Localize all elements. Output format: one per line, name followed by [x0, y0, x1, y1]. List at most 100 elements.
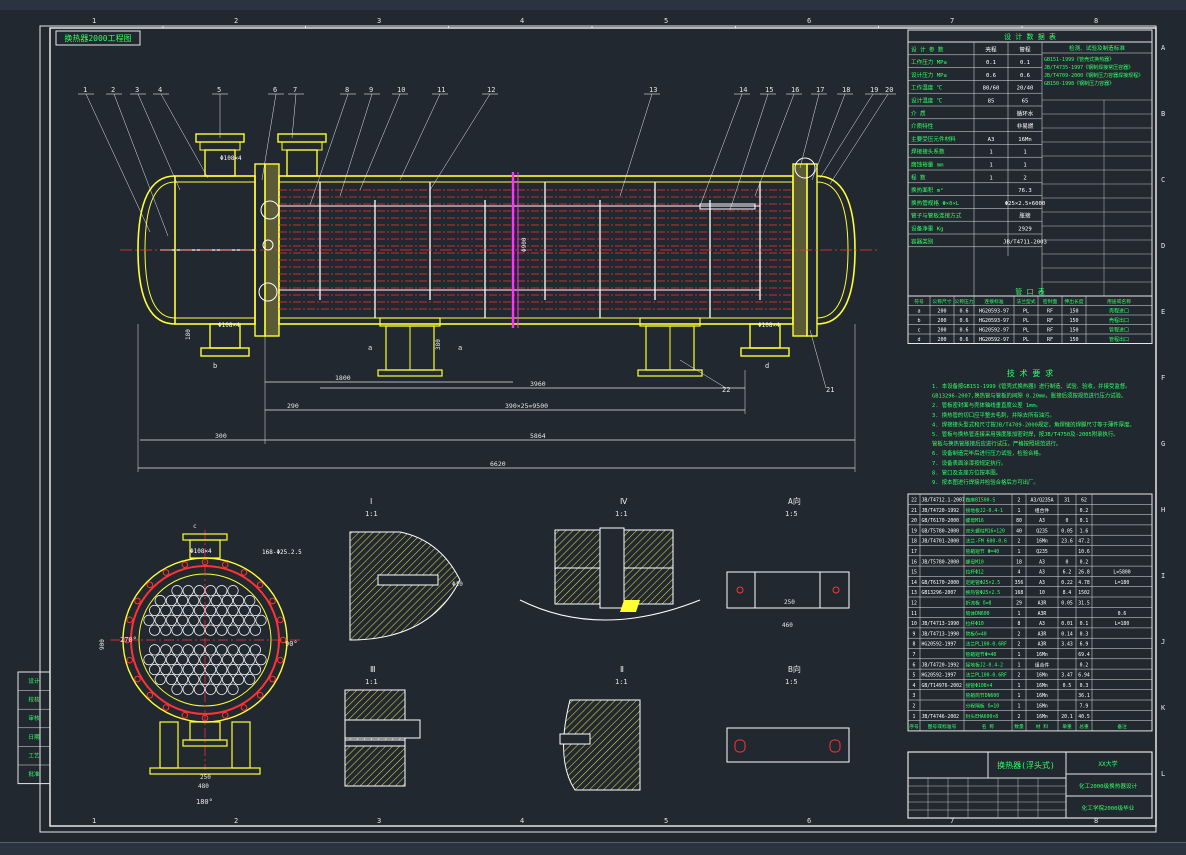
svg-text:备注: 备注 [1117, 723, 1127, 730]
svg-text:管程: 管程 [1019, 45, 1031, 53]
dim-6620: 6620 [490, 460, 506, 468]
svg-text:Ⅳ: Ⅳ [620, 497, 628, 506]
svg-text:1: 1 [1018, 549, 1021, 555]
tube-hole [227, 644, 239, 656]
tube-hole [160, 624, 172, 636]
svg-text:折流板 δ=8: 折流板 δ=8 [966, 600, 992, 607]
tube-hole [188, 614, 200, 626]
part-balloon: 9 [369, 86, 373, 94]
baffles [319, 182, 761, 318]
svg-text:0.3: 0.3 [1080, 631, 1089, 637]
svg-text:Φ25×2.5×6000: Φ25×2.5×6000 [1005, 201, 1045, 207]
svg-text:GB151-1999《管壳式换热器》: GB151-1999《管壳式换热器》 [1044, 56, 1114, 63]
svg-text:7. 设备表面涂漆按规定执行。: 7. 设备表面涂漆按规定执行。 [932, 459, 1006, 467]
bolt-hole [162, 704, 170, 711]
svg-text:A3: A3 [1039, 621, 1045, 627]
svg-text:0.1: 0.1 [986, 60, 996, 66]
svg-text:总重: 总重 [1079, 723, 1089, 730]
svg-text:1: 1 [1018, 652, 1021, 658]
dim-1800: 1800 [335, 374, 351, 382]
tube-hole [171, 604, 183, 616]
svg-text:1: 1 [1023, 163, 1026, 169]
grid-row-label: I [1161, 572, 1165, 580]
svg-text:0.6: 0.6 [959, 337, 968, 343]
grid-col-label: 7 [950, 17, 954, 25]
svg-text:A3: A3 [988, 137, 995, 143]
svg-text:0.6: 0.6 [1020, 73, 1030, 79]
technical-requirements: 技 术 要 求1. 本设备按GB151-1999《管壳式换热器》进行制造、试验、… [932, 368, 1135, 486]
svg-text:6. 设备制造完毕后进行压力试验，检验合格。: 6. 设备制造完毕后进行压力试验，检验合格。 [932, 449, 1044, 457]
tube-hole [182, 664, 194, 676]
svg-text:管箱短节 Φ=40: 管箱短节 Φ=40 [966, 548, 1000, 555]
svg-text:Q235: Q235 [1036, 528, 1048, 534]
svg-text:Ⅰ: Ⅰ [370, 497, 372, 506]
leader-line [137, 93, 181, 191]
svg-text:5. 管板与换热管连接采用强度胀加密封焊，按JB/T4750: 5. 管板与换热管连接采用强度胀加密封焊，按JB/T4750及-2005附录执行… [932, 430, 1119, 438]
grid-row-label: C [1161, 176, 1165, 184]
svg-text:A3/Q235A: A3/Q235A [1030, 498, 1053, 504]
tube-hole [227, 683, 239, 695]
tube-hole [210, 654, 222, 666]
svg-text:RF: RF [1047, 309, 1053, 315]
svg-text:JB/T4713-1990: JB/T4713-1990 [922, 631, 960, 637]
svg-text:80/60: 80/60 [983, 86, 1000, 92]
detail-marker-iv [794, 157, 816, 179]
svg-text:40: 40 [1016, 528, 1022, 534]
svg-text:0.22: 0.22 [1061, 580, 1073, 586]
nozzle-shell-outlet [200, 323, 250, 357]
svg-text:RF: RF [1047, 337, 1053, 343]
svg-text:1:1: 1:1 [365, 678, 378, 686]
svg-text:焊接接头系数: 焊接接头系数 [911, 148, 945, 156]
svg-text:150: 150 [1069, 328, 1078, 334]
part-balloon: 7 [293, 86, 297, 94]
svg-text:2: 2 [913, 704, 916, 710]
signature-cell: 批准 [28, 770, 40, 778]
detail-marker-iii [258, 282, 278, 302]
top-left-stamp: 换热器2000工程图 [64, 33, 131, 43]
svg-text:GB/T5780-2000: GB/T5780-2000 [922, 528, 960, 534]
detail-i-hatch [349, 531, 461, 641]
svg-text:管程出口: 管程出口 [1109, 336, 1129, 343]
svg-text:8: 8 [1018, 621, 1021, 627]
main-elevation-view: Φ108×4 Φ108×4 Φ108×4 [120, 133, 880, 377]
svg-text:A3R: A3R [1038, 601, 1047, 607]
svg-text:200: 200 [937, 328, 946, 334]
dim-250: 250 [200, 774, 211, 781]
leader-line [291, 93, 297, 139]
svg-text:d: d [917, 337, 920, 343]
svg-text:公称尺寸: 公称尺寸 [932, 298, 951, 305]
svg-text:主要受压元件材料: 主要受压元件材料 [911, 135, 956, 143]
svg-text:A3: A3 [1039, 580, 1045, 586]
tube-hole [216, 624, 228, 636]
grid-col-label: 8 [1094, 17, 1098, 25]
svg-text:13: 13 [911, 590, 917, 596]
tube-hole [143, 654, 155, 666]
svg-text:12: 12 [911, 601, 917, 607]
section-a-right: a [458, 344, 462, 352]
svg-text:JB/T4735-1997《钢制焊接常压容器》: JB/T4735-1997《钢制焊接常压容器》 [1044, 64, 1133, 71]
svg-text:JB/T4720-1992: JB/T4720-1992 [922, 508, 960, 514]
part-balloon: 14 [739, 86, 747, 94]
tube-hole [221, 673, 233, 685]
svg-text:封头EHA600×8: 封头EHA600×8 [966, 713, 999, 720]
grid-col-label: 6 [807, 817, 811, 825]
svg-text:非易燃: 非易燃 [1017, 122, 1034, 130]
svg-text:150: 150 [1069, 309, 1078, 315]
svg-text:管板与换热管胀接后应进行试压，严格按照规范进行。: 管板与换热管胀接后应进行试压，严格按照规范进行。 [932, 440, 1061, 448]
svg-text:8. 管口及支座方位按本图。: 8. 管口及支座方位按本图。 [932, 468, 1001, 476]
tube-hole [165, 595, 177, 607]
tube-hole [182, 624, 194, 636]
svg-text:0.2: 0.2 [1080, 508, 1089, 514]
svg-text:0.6: 0.6 [1118, 611, 1127, 617]
svg-text:介质特性: 介质特性 [911, 122, 934, 130]
detail-i-dim: Φ10 [452, 581, 463, 588]
svg-text:检测、试验及制造标准: 检测、试验及制造标准 [1069, 44, 1125, 52]
tube-hole [244, 614, 256, 626]
tube-hole [255, 614, 267, 626]
svg-text:HG20592-1997: HG20592-1997 [922, 642, 957, 648]
nozzle-tube-outlet [740, 323, 790, 357]
detail-a-dim-250: 250 [784, 599, 795, 606]
svg-text:序号: 序号 [909, 723, 919, 730]
svg-text:RF: RF [1047, 318, 1053, 324]
